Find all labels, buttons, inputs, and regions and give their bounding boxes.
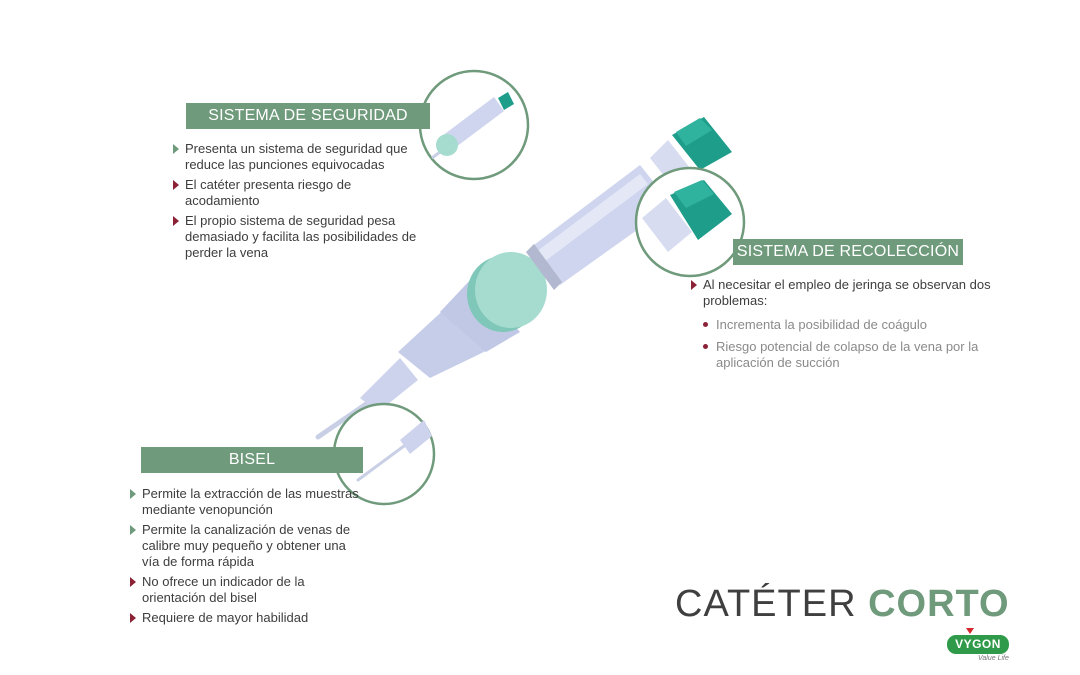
green-bullet-icon bbox=[130, 489, 136, 499]
title-main: CATÉTER bbox=[675, 583, 857, 625]
detail-cap-seguridad bbox=[498, 92, 514, 110]
syringe-barrel bbox=[530, 165, 672, 285]
wing-disc bbox=[475, 252, 547, 328]
red-dot-icon bbox=[703, 344, 708, 349]
list-item: Al necesitar el empleo de jeringa se obs… bbox=[691, 277, 1011, 309]
list-item: Presenta un sistema de seguridad que red… bbox=[173, 141, 423, 173]
list-recoleccion: Al necesitar el empleo de jeringa se obs… bbox=[691, 277, 1011, 313]
green-bullet-icon bbox=[130, 525, 136, 535]
list-seguridad: Presenta un sistema de seguridad que red… bbox=[173, 141, 423, 265]
title-emphasis: CORTO bbox=[868, 583, 1010, 625]
detail-cap-top-recoleccion bbox=[674, 180, 714, 208]
list-item: Riesgo potencial de colapso de la vena p… bbox=[703, 339, 998, 371]
list-item: Permite la canalización de venas de cali… bbox=[130, 522, 360, 570]
red-bullet-icon bbox=[130, 613, 136, 623]
green-bullet-icon bbox=[173, 144, 179, 154]
brand-logo: VYGON bbox=[947, 635, 1009, 654]
catheter-tip bbox=[360, 358, 418, 412]
heading-recoleccion: SISTEMA DE RECOLECCIÓN bbox=[733, 239, 963, 265]
list-item: El propio sistema de seguridad pesa dema… bbox=[173, 213, 423, 261]
heading-bisel: BISEL bbox=[141, 447, 363, 473]
page-title: CATÉTER CORTO bbox=[675, 582, 1010, 626]
list-bisel: Permite la extracción de las muestras me… bbox=[130, 486, 360, 630]
brand-tagline: Value Life bbox=[978, 655, 1009, 662]
detail-tip-bisel bbox=[400, 420, 432, 454]
heading-seguridad: SISTEMA DE SEGURIDAD bbox=[186, 103, 430, 129]
list-item: El catéter presenta riesgo de acodamient… bbox=[173, 177, 423, 209]
detail-needle-bisel bbox=[356, 444, 406, 482]
red-bullet-icon bbox=[691, 280, 697, 290]
detail-body-seguridad bbox=[442, 97, 504, 150]
red-bullet-icon bbox=[173, 216, 179, 226]
syringe-cap-top bbox=[676, 118, 712, 146]
needle bbox=[315, 397, 375, 440]
list-item: Requiere de mayor habilidad bbox=[130, 610, 360, 626]
list-item: No ofrece un indicador de la orientación… bbox=[130, 574, 360, 606]
sublist-recoleccion: Incrementa la posibilidad de coágulo Rie… bbox=[703, 317, 998, 377]
red-bullet-icon bbox=[173, 180, 179, 190]
list-item: Incrementa la posibilidad de coágulo bbox=[703, 317, 998, 333]
detail-neck-recoleccion bbox=[642, 198, 692, 252]
catheter-hub bbox=[398, 304, 488, 378]
barrel-ring bbox=[526, 244, 562, 290]
detail-disc-seguridad bbox=[436, 134, 458, 156]
syringe-barrel-highlight bbox=[536, 174, 648, 262]
list-item: Permite la extracción de las muestras me… bbox=[130, 486, 360, 518]
logo-mark-icon bbox=[966, 628, 974, 634]
red-dot-icon bbox=[703, 322, 708, 327]
red-bullet-icon bbox=[130, 577, 136, 587]
